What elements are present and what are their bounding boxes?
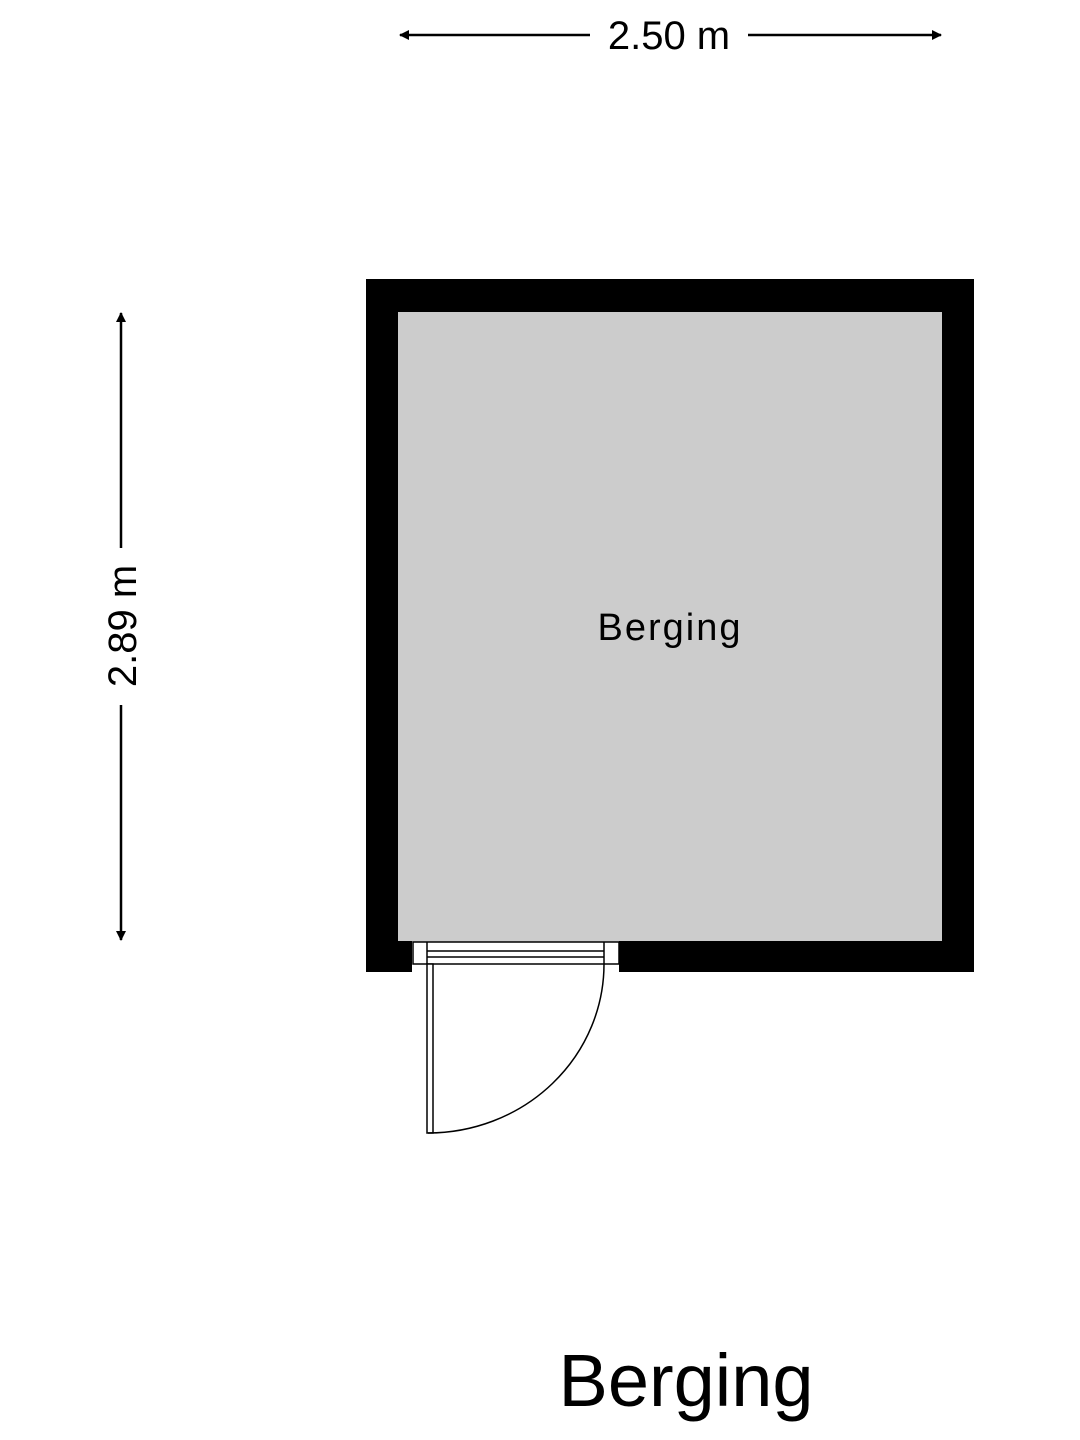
room-label: Berging [598,607,743,649]
room-floor [398,312,942,942]
width-dimension-label: 2.50 m [608,14,730,58]
wall-right [942,279,974,972]
width-dimension: 2.50 m [399,14,942,58]
wall-top [366,279,974,312]
walls [366,279,974,972]
depth-dimension-label: 2.89 m [101,565,145,687]
depth-dimension: 2.89 m [101,312,145,941]
door-leaf [426,963,434,1134]
door-threshold [412,941,620,965]
door-swing [426,963,605,1134]
floor-title: Berging [558,1339,813,1422]
wall-left [366,279,398,972]
door-frame [412,941,620,965]
wall-bottom-right [619,941,974,972]
door-swing-arc [427,963,605,1134]
wall-bottom-left [366,941,412,972]
